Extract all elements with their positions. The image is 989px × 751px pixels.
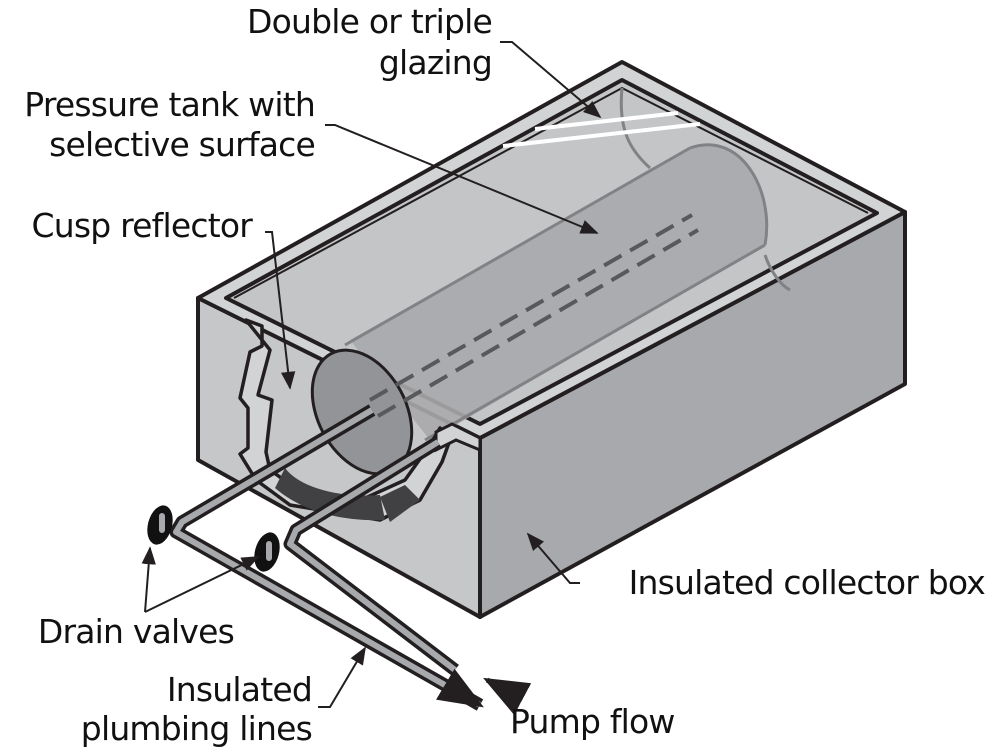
- label-tank-line2: selective surface: [49, 125, 315, 164]
- drain-valve-right: [254, 532, 280, 572]
- label-drain-valves: Drain valves: [38, 612, 234, 651]
- glazing-highlights: [502, 111, 701, 148]
- cusp-reflector-cutaway: [238, 318, 452, 522]
- label-plumbing-line1: Insulated: [167, 670, 312, 709]
- label-tank-line1: Pressure tank with: [24, 85, 315, 124]
- label-collector-box: Insulated collector box: [629, 563, 986, 602]
- label-pump-flow: Pump flow: [510, 702, 675, 741]
- label-plumbing-line2: plumbing lines: [81, 709, 312, 748]
- label-glazing-line1: Double or triple: [247, 2, 492, 41]
- pump-flow-arrows: [436, 668, 532, 715]
- pressure-tank: [310, 143, 769, 476]
- label-glazing-line2: glazing: [379, 43, 492, 82]
- drain-valve-left: [147, 505, 173, 545]
- cusp-reflector-back: [619, 87, 652, 170]
- leader-lines: [141, 41, 602, 708]
- plumbing-lines: [147, 404, 484, 711]
- label-reflector: Cusp reflector: [32, 206, 254, 245]
